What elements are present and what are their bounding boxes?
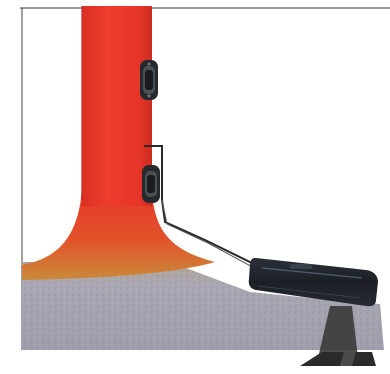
device-display — [290, 264, 312, 269]
red-column — [82, 6, 152, 206]
upper-clip — [140, 60, 158, 100]
